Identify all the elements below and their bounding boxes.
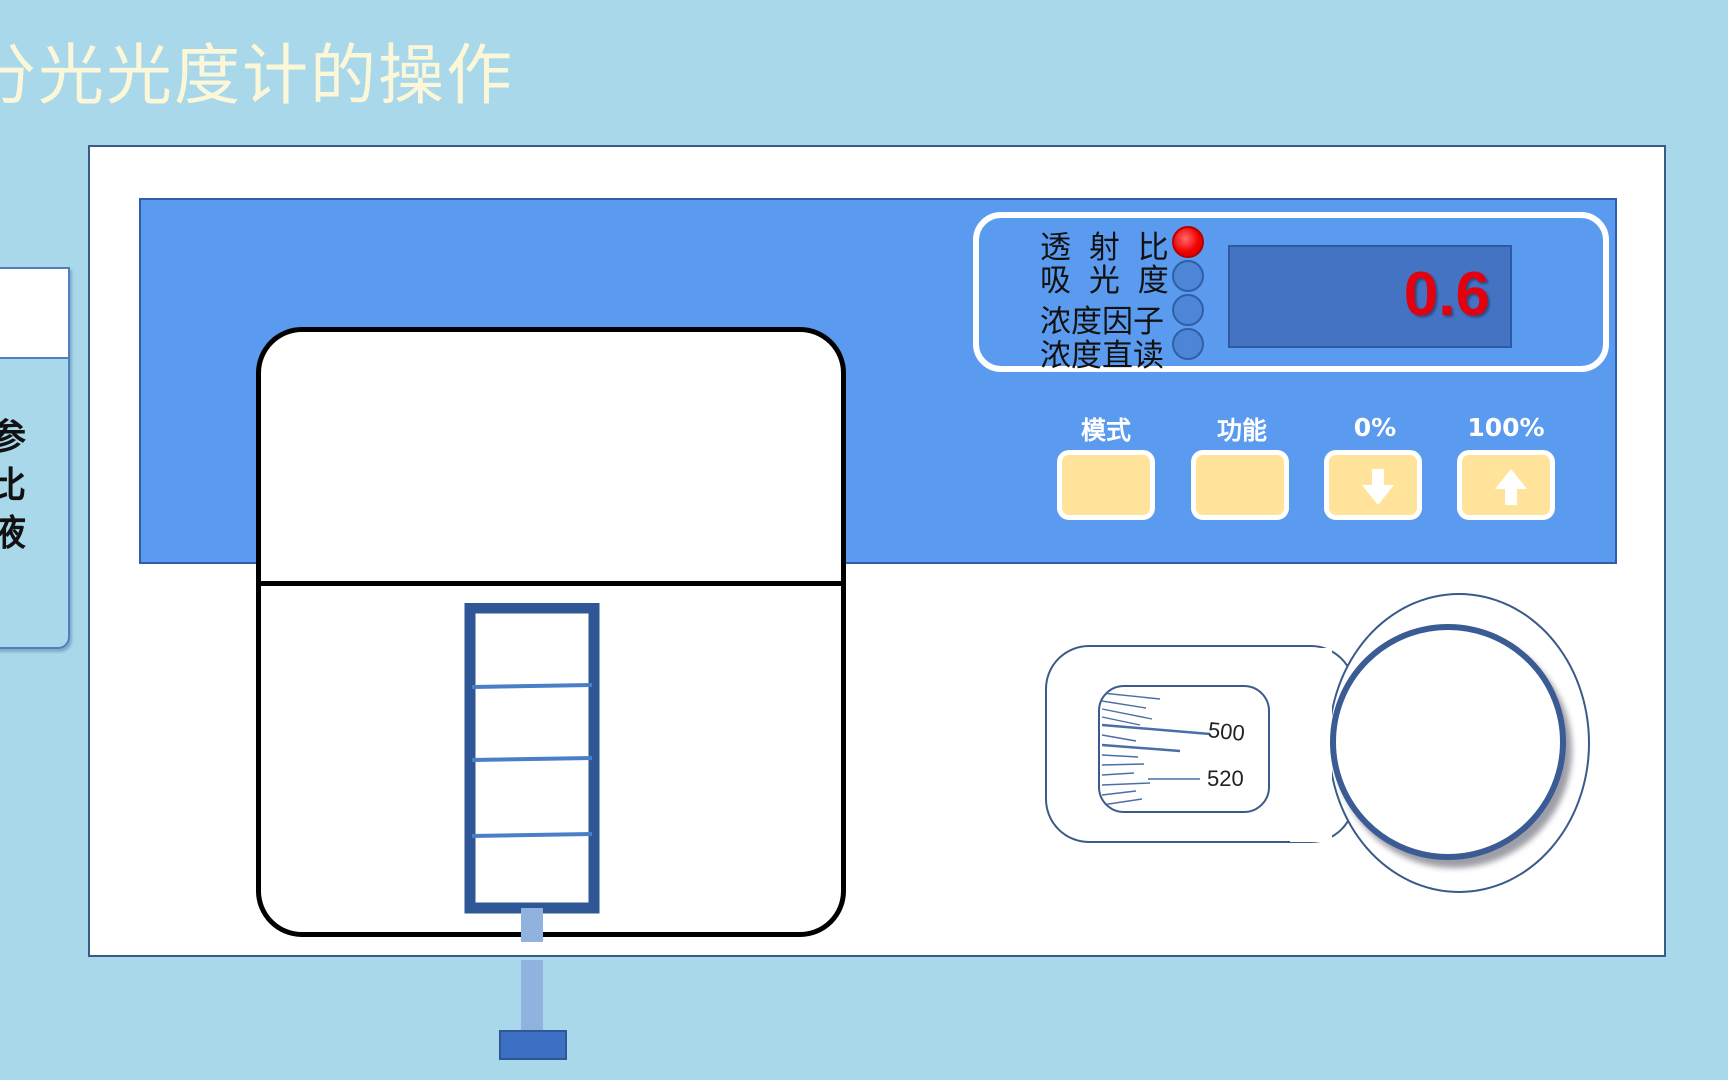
- indicator-light-concentration-direct: [1172, 328, 1204, 360]
- mode-label-absorbance: 吸 光 度: [1040, 263, 1173, 299]
- mode-label-concentration-factor: 浓度因子: [1040, 304, 1164, 340]
- mode-button[interactable]: [1057, 450, 1155, 520]
- readout-value: 0.6: [1403, 260, 1490, 329]
- wavelength-dial-window: [1098, 685, 1270, 813]
- mode-label-concentration-direct: 浓度直读: [1040, 338, 1164, 374]
- wavelength-label-520: 520: [1207, 766, 1244, 791]
- zero-percent-button[interactable]: [1324, 450, 1422, 520]
- cuvette-divider: [471, 832, 593, 838]
- indicator-light-concentration-factor: [1172, 294, 1204, 326]
- cuvette-divider: [471, 683, 593, 689]
- indicator-light-transmittance: [1172, 226, 1204, 258]
- wavelength-label-500: 500: [1206, 717, 1246, 746]
- pull-rod-upper: [521, 908, 543, 942]
- display-frame: [973, 212, 1609, 372]
- function-button-label: 功能: [1216, 416, 1267, 445]
- mode-label-transmittance: 透 射 比: [1040, 230, 1173, 266]
- cuvette-divider: [471, 756, 593, 762]
- hundred-percent-button-label: 100%: [1467, 413, 1545, 442]
- hundred-percent-button[interactable]: [1457, 450, 1555, 520]
- knob-housing-gap: [1290, 648, 1332, 842]
- pull-rod-handle: [499, 1030, 567, 1060]
- digital-readout: 0.6: [1228, 245, 1512, 348]
- reference-solution-card[interactable]: 参比液: [0, 267, 70, 649]
- card-cap: [0, 269, 68, 359]
- arrow-up-icon: [1495, 469, 1527, 505]
- zero-percent-button-label: 0%: [1353, 413, 1397, 442]
- cuvette-holder[interactable]: [460, 603, 610, 1061]
- function-button[interactable]: [1191, 450, 1289, 520]
- arrow-down-icon: [1362, 469, 1394, 505]
- mode-button-label: 模式: [1080, 416, 1131, 445]
- pull-rod-lower: [521, 960, 543, 1033]
- reference-solution-label: 参比液: [0, 417, 27, 554]
- indicator-light-absorbance: [1172, 260, 1204, 292]
- wavelength-scale: [1101, 692, 1211, 806]
- wavelength-knob[interactable]: [1330, 624, 1566, 860]
- page-title: 分光光度计的操作: [0, 37, 514, 114]
- lid-divider: [256, 581, 846, 586]
